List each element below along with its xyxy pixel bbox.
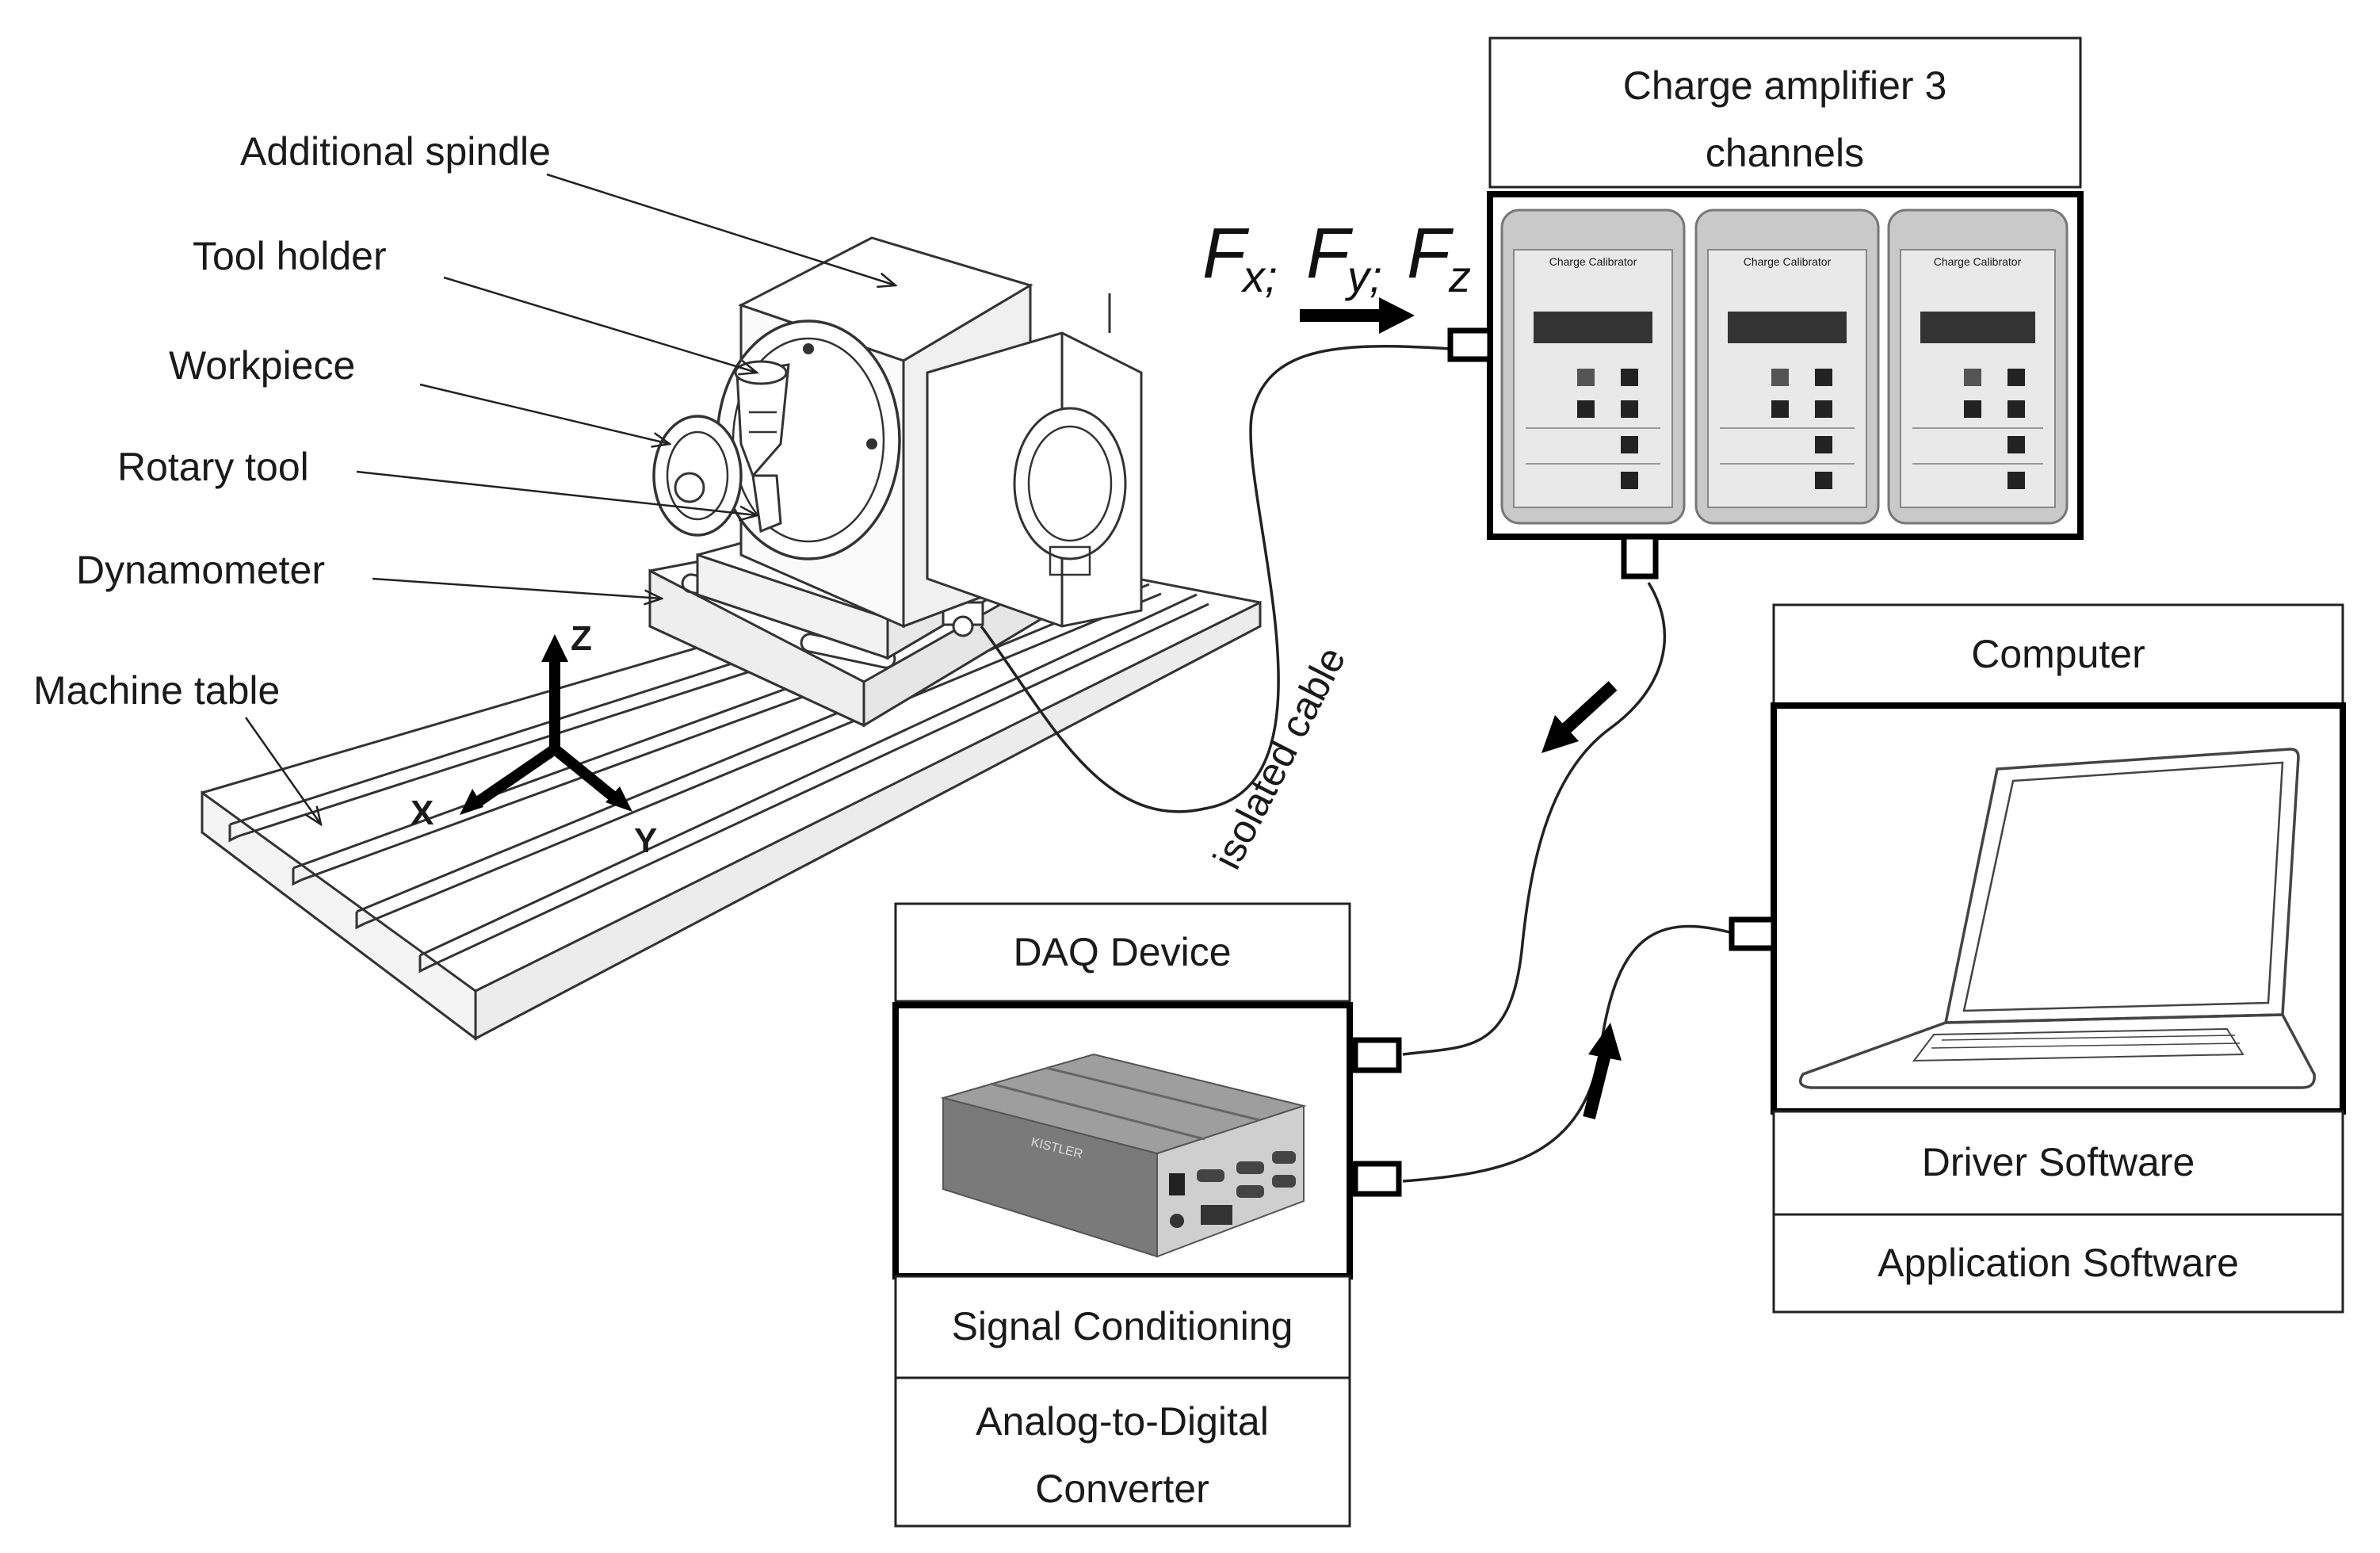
axis-z-label: Z: [571, 619, 592, 658]
amp-to-daq-cable: [1402, 582, 1666, 1056]
driver-software-label: Driver Software: [1922, 1140, 2195, 1184]
coordinate-axes: Z X Y: [411, 619, 657, 860]
machine-table-drawing: [201, 236, 1262, 1042]
label-tool-holder: Tool holder: [193, 234, 387, 278]
daq-to-computer-cable: [1402, 924, 1736, 1183]
force-fz: F: [1407, 214, 1454, 293]
signal-conditioning-box: [894, 1275, 1351, 1379]
driver-software-box: [1772, 1110, 2344, 1216]
computer: Computer Driver Software Application Sof…: [1729, 603, 2346, 1314]
daq-title: DAQ Device: [1013, 930, 1231, 974]
label-dynamometer: Dynamometer: [76, 548, 325, 592]
application-software-box: [1772, 1213, 2344, 1314]
computer-title: Computer: [1971, 632, 2145, 676]
force-fy-sub: y;: [1344, 251, 1382, 301]
amplifier-unit: Charge Calibrator: [1694, 208, 1880, 525]
leader-dynamometer: [372, 577, 662, 599]
force-fx-sub: x;: [1240, 251, 1278, 301]
adc-box: [894, 1376, 1351, 1528]
amplifier-unit-title: Charge Calibrator: [1934, 255, 2022, 268]
amplifier-input-port: [1447, 327, 1493, 362]
isolated-cable-line: [980, 345, 1451, 813]
leader-workpiece: [419, 383, 670, 444]
charge-amplifier: Charge amplifier 3 channels Charge Calib…: [1447, 36, 2084, 580]
signal-conditioning-label: Signal Conditioning: [952, 1304, 1293, 1348]
amplifier-unit: Charge Calibrator: [1887, 208, 2069, 525]
charge-amplifier-title-line1: Charge amplifier 3: [1623, 63, 1947, 108]
leader-rotary-tool: [356, 470, 757, 515]
label-rotary-tool: Rotary tool: [117, 445, 309, 489]
force-fy: F: [1306, 214, 1354, 293]
label-workpiece: Workpiece: [169, 343, 355, 388]
daq-title-box: [894, 902, 1351, 1003]
flow-arrows: [1300, 297, 1622, 1119]
leader-tool-holder: [443, 276, 757, 373]
daq-box-image: KISTLER: [940, 1053, 1307, 1258]
callouts: Additional spindle Tool holder Workpiece…: [33, 129, 896, 824]
label-machine-table: Machine table: [33, 668, 280, 713]
amplifier-output-port: [1621, 534, 1659, 580]
label-additional-spindle: Additional spindle: [240, 129, 551, 174]
force-fz-sub: z: [1448, 251, 1471, 301]
amplifier-unit-title: Charge Calibrator: [1744, 255, 1832, 268]
daq-output-port: [1352, 1161, 1402, 1197]
laptop-icon: [1798, 748, 2316, 1089]
charge-amplifier-title-box: [1488, 36, 2082, 189]
daq-input-port: [1352, 1037, 1402, 1073]
leader-additional-spindle: [546, 173, 896, 285]
application-software-label: Application Software: [1878, 1241, 2239, 1285]
force-label: F x; F y; F z: [1202, 214, 1471, 301]
axis-y-label: Y: [634, 821, 657, 860]
computer-image-frame: [1771, 702, 2346, 1115]
amplifier-unit-title: Charge Calibrator: [1549, 255, 1637, 268]
charge-amplifier-title-line2: channels: [1706, 131, 1864, 175]
daq-device: DAQ Device KISTLER Signal Conditioning A…: [892, 902, 1402, 1528]
adc-label-line1: Analog-to-Digital: [976, 1399, 1269, 1444]
adc-label-line2: Converter: [1035, 1467, 1209, 1511]
computer-input-port: [1729, 916, 1777, 951]
leader-machine-table: [244, 717, 321, 824]
force-fx: F: [1202, 214, 1250, 293]
axis-x-label: X: [411, 794, 434, 832]
amplifier-unit: Charge Calibrator: [1500, 208, 1686, 525]
